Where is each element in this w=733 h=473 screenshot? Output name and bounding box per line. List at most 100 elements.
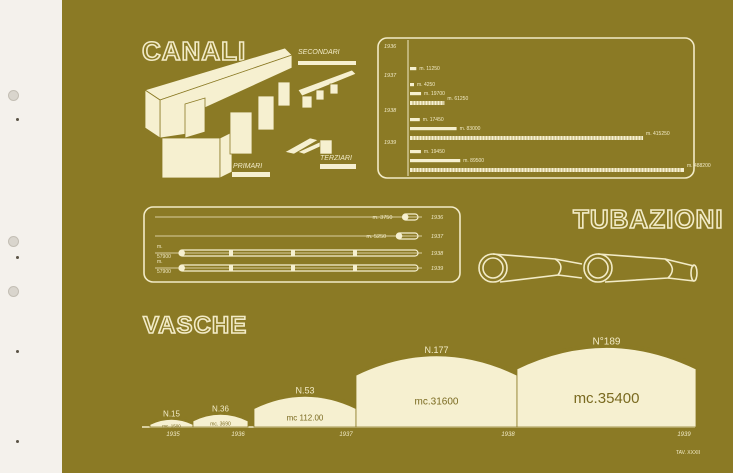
vasche-tank-fret: [503, 365, 508, 369]
vasche-tank-fret: [497, 362, 502, 366]
legend-terziari-swatch: [320, 164, 356, 169]
canali-data-label: m. 89500: [463, 158, 484, 164]
tubazioni-year-label: 1937: [431, 234, 444, 240]
canali-data-label: m. 83000: [460, 126, 481, 132]
vasche-tank-fret: [275, 396, 280, 400]
canali-bar-secondari: [410, 92, 422, 96]
vasche-count-label: N.15: [163, 409, 180, 418]
vasche-tank-fret: [317, 392, 322, 396]
vasche-tank-fret: [407, 354, 412, 358]
canali-year-label: 1938: [384, 108, 397, 114]
canali-bar-secondari: [410, 127, 457, 131]
tubazioni-chart-frame: [143, 206, 461, 283]
vasche-tank-fret: [574, 345, 579, 349]
vasche-tank-fret: [431, 351, 436, 355]
vasche-tank-fret: [208, 411, 213, 415]
vasche-tank-fret: [491, 360, 496, 364]
vasche-tank-fret: [214, 410, 219, 414]
vasche-tank-fret: [287, 393, 292, 397]
vasche-tank-fret: [359, 369, 364, 373]
vasche-tank-fret: [682, 358, 687, 362]
tubazioni-data-label: m. 5250: [366, 234, 386, 240]
margin-dot: [16, 118, 19, 121]
vasche-tank-fret: [526, 360, 531, 364]
vasche-tank-fret: [257, 402, 262, 406]
canali-chart-frame: [377, 37, 695, 179]
legend-primari-swatch: [232, 172, 270, 177]
tubazioni-pipe-joint: [229, 264, 233, 272]
tubazioni-pipe-joint: [291, 264, 295, 272]
vasche-tank-fret: [664, 352, 669, 356]
vasche-tank-fret: [196, 414, 201, 418]
margin-dot: [16, 350, 19, 353]
vasche-tank-fret: [562, 348, 567, 352]
canali-bar-terziari: [410, 101, 445, 105]
vasche-tank: [516, 347, 697, 428]
vasche-tank-fret: [165, 415, 170, 419]
vasche-tank-fret: [485, 358, 490, 362]
vasche-volume-label: mc.31600: [415, 396, 459, 407]
vasche-count-label: N°189: [593, 337, 621, 348]
vasche-year-label: 1936: [231, 432, 245, 438]
vasche-tank-fret: [509, 367, 514, 371]
tubazioni-data-label: m.: [157, 259, 163, 265]
vasche-tank-fret: [479, 357, 484, 361]
vasche-volume-label: mc. 1500: [162, 423, 181, 428]
margin-dot: [16, 440, 19, 443]
label-secondari: SECONDARI: [298, 49, 340, 56]
canali-bar-primari: [410, 150, 421, 154]
vasche-tank-fret: [610, 343, 615, 347]
vasche-tank-fret: [238, 413, 243, 417]
vasche-count-label: N.53: [295, 385, 314, 395]
vasche-tank-fret: [467, 354, 472, 358]
vasche-tank-fret: [586, 344, 591, 348]
punch-hole: [8, 90, 19, 101]
canali-year-label: 1937: [384, 73, 397, 79]
vasche-tank-fret: [461, 353, 466, 357]
vasche-tank-fret: [670, 354, 675, 358]
vasche-tank-fret: [676, 356, 681, 360]
vasche-tank-fret: [688, 361, 693, 365]
tubazioni-pipe-end: [396, 233, 403, 239]
canali-data-label: m. 17450: [423, 117, 444, 123]
vasche-tank-fret: [580, 345, 585, 349]
vasche-tank-fret: [652, 349, 657, 353]
tubazioni-year-label: 1938: [431, 251, 444, 257]
binder-margin: [0, 0, 62, 473]
vasche-year-label: 1935: [166, 432, 180, 438]
vasche-tank-fret: [269, 397, 274, 401]
tubazioni-data-label: 57900: [157, 254, 171, 260]
vasche-tank-fret: [437, 351, 442, 355]
vasche-volume-label: mc.35400: [574, 390, 640, 407]
vasche-tank-fret: [634, 345, 639, 349]
pipes-illustration: [478, 253, 698, 283]
vasche-tank-fret: [646, 347, 651, 351]
vasche-tank-fret: [232, 411, 237, 415]
vasche-tank-fret: [449, 352, 454, 356]
vasche-tank-fret: [299, 392, 304, 396]
legend-secondari-swatch: [298, 61, 356, 65]
vasche-tank-fret: [598, 343, 603, 347]
vasche-tank-fret: [413, 353, 418, 357]
vasche-tank-fret: [311, 392, 316, 396]
tubazioni-data-label: 57900: [157, 269, 171, 275]
canali-data-label: m. 19450: [424, 149, 445, 155]
vasche-tank-fret: [263, 400, 268, 404]
vasche-tank-fret: [377, 361, 382, 365]
vasche-tank-fret: [455, 352, 460, 356]
vasche-tank: [355, 355, 518, 428]
canali-bar-terziari: [410, 168, 684, 172]
tubazioni-data-label: m.: [157, 244, 163, 250]
vasche-tank-fret: [293, 392, 298, 396]
tubazioni-pipe-end: [402, 214, 409, 220]
canali-data-label: m. 19700: [424, 91, 445, 97]
vasche-tank: [192, 413, 249, 428]
vasche-tank-fret: [177, 415, 182, 419]
tubazioni-pipe-joint: [353, 249, 357, 257]
vasche-tank-fret: [550, 351, 555, 355]
canali-bar-primari: [410, 83, 414, 87]
canali-bar-terziari: [410, 136, 644, 140]
vasche-tank-fret: [323, 393, 328, 397]
vasche-tank-fret: [640, 346, 645, 350]
